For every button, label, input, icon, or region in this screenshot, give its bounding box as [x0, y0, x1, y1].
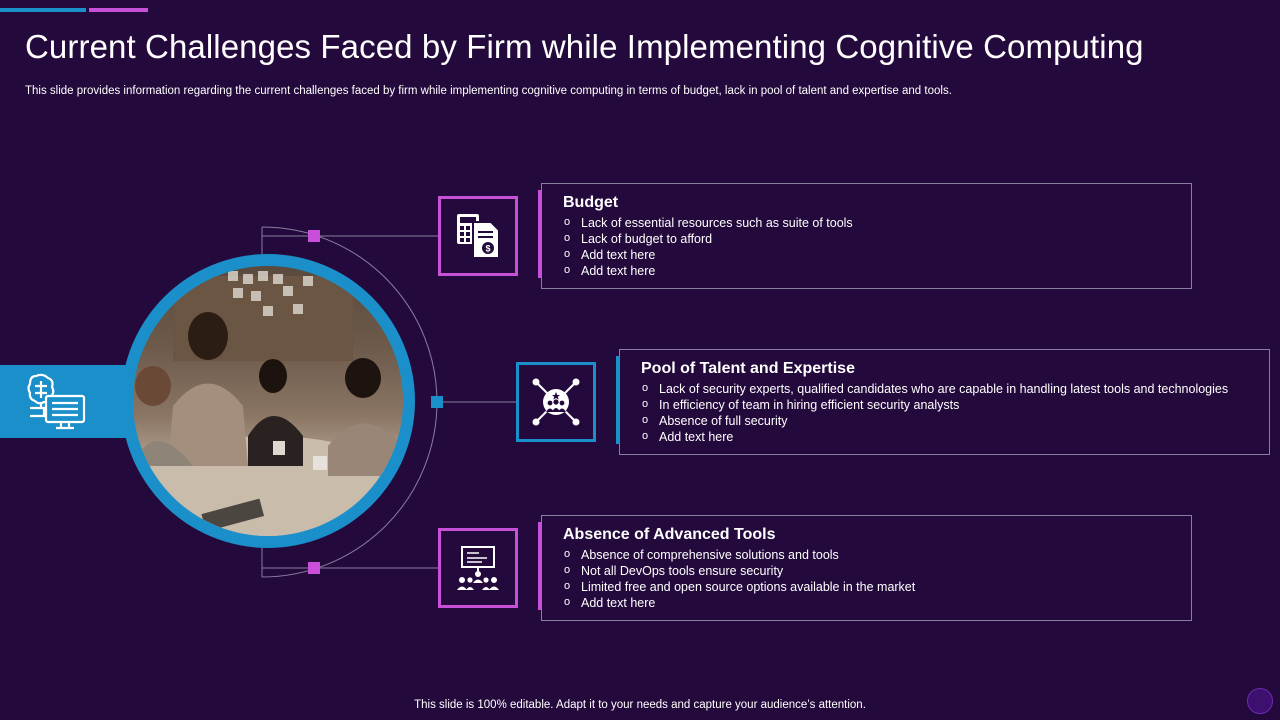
tools-card: Absence of Advanced Tools Absence of com…	[538, 515, 1192, 621]
list-item: Absence of comprehensive solutions and t…	[563, 546, 1191, 563]
presentation-team-icon	[457, 546, 499, 590]
list-item: Limited free and open source options ava…	[563, 578, 1191, 595]
talent-network-icon	[532, 378, 580, 426]
budget-card: Budget Lack of essential resources such …	[538, 183, 1192, 289]
tools-card-list: Absence of comprehensive solutions and t…	[563, 546, 1191, 611]
brain-computer-icon	[27, 373, 86, 430]
connector-node-budget	[308, 230, 320, 242]
top-accent-pink	[89, 8, 148, 12]
list-item: In efficiency of team in hiring efficien…	[641, 396, 1269, 413]
calculator-invoice-icon: $	[457, 214, 500, 259]
budget-card-list: Lack of essential resources such as suit…	[563, 214, 1191, 279]
slide-footer: This slide is 100% editable. Adapt it to…	[414, 699, 866, 711]
budget-card-accent	[538, 190, 542, 278]
list-item: Lack of essential resources such as suit…	[563, 214, 1191, 231]
list-item: Add text here	[641, 428, 1269, 445]
team-meeting-photo	[133, 266, 403, 536]
top-accent-blue	[0, 8, 86, 12]
talent-card: Pool of Talent and Expertise Lack of sec…	[616, 349, 1270, 455]
list-item: Absence of full security	[641, 412, 1269, 429]
talent-card-title: Pool of Talent and Expertise	[641, 360, 855, 377]
talent-card-list: Lack of security experts, qualified cand…	[641, 380, 1269, 445]
list-item: Add text here	[563, 594, 1191, 611]
budget-icon-box: $	[438, 196, 518, 276]
connector-node-tools	[308, 562, 320, 574]
talent-card-accent	[616, 356, 620, 444]
connector-node-talent	[431, 396, 443, 408]
page-subtitle: This slide provides information regardin…	[25, 85, 952, 97]
talent-icon-box	[516, 362, 596, 442]
list-item: Not all DevOps tools ensure security	[563, 562, 1191, 579]
list-item: Add text here	[563, 246, 1191, 263]
list-item: Lack of security experts, qualified cand…	[641, 380, 1269, 397]
svg-text:$: $	[485, 244, 490, 254]
list-item: Lack of budget to afford	[563, 230, 1191, 247]
budget-card-title: Budget	[563, 194, 619, 211]
list-item: Add text here	[563, 262, 1191, 279]
tools-icon-box	[438, 528, 518, 608]
tools-card-title: Absence of Advanced Tools	[563, 526, 776, 543]
tools-card-accent	[538, 522, 542, 610]
page-title: Current Challenges Faced by Firm while I…	[25, 28, 1144, 65]
slide-nav-button[interactable]	[1247, 688, 1273, 714]
